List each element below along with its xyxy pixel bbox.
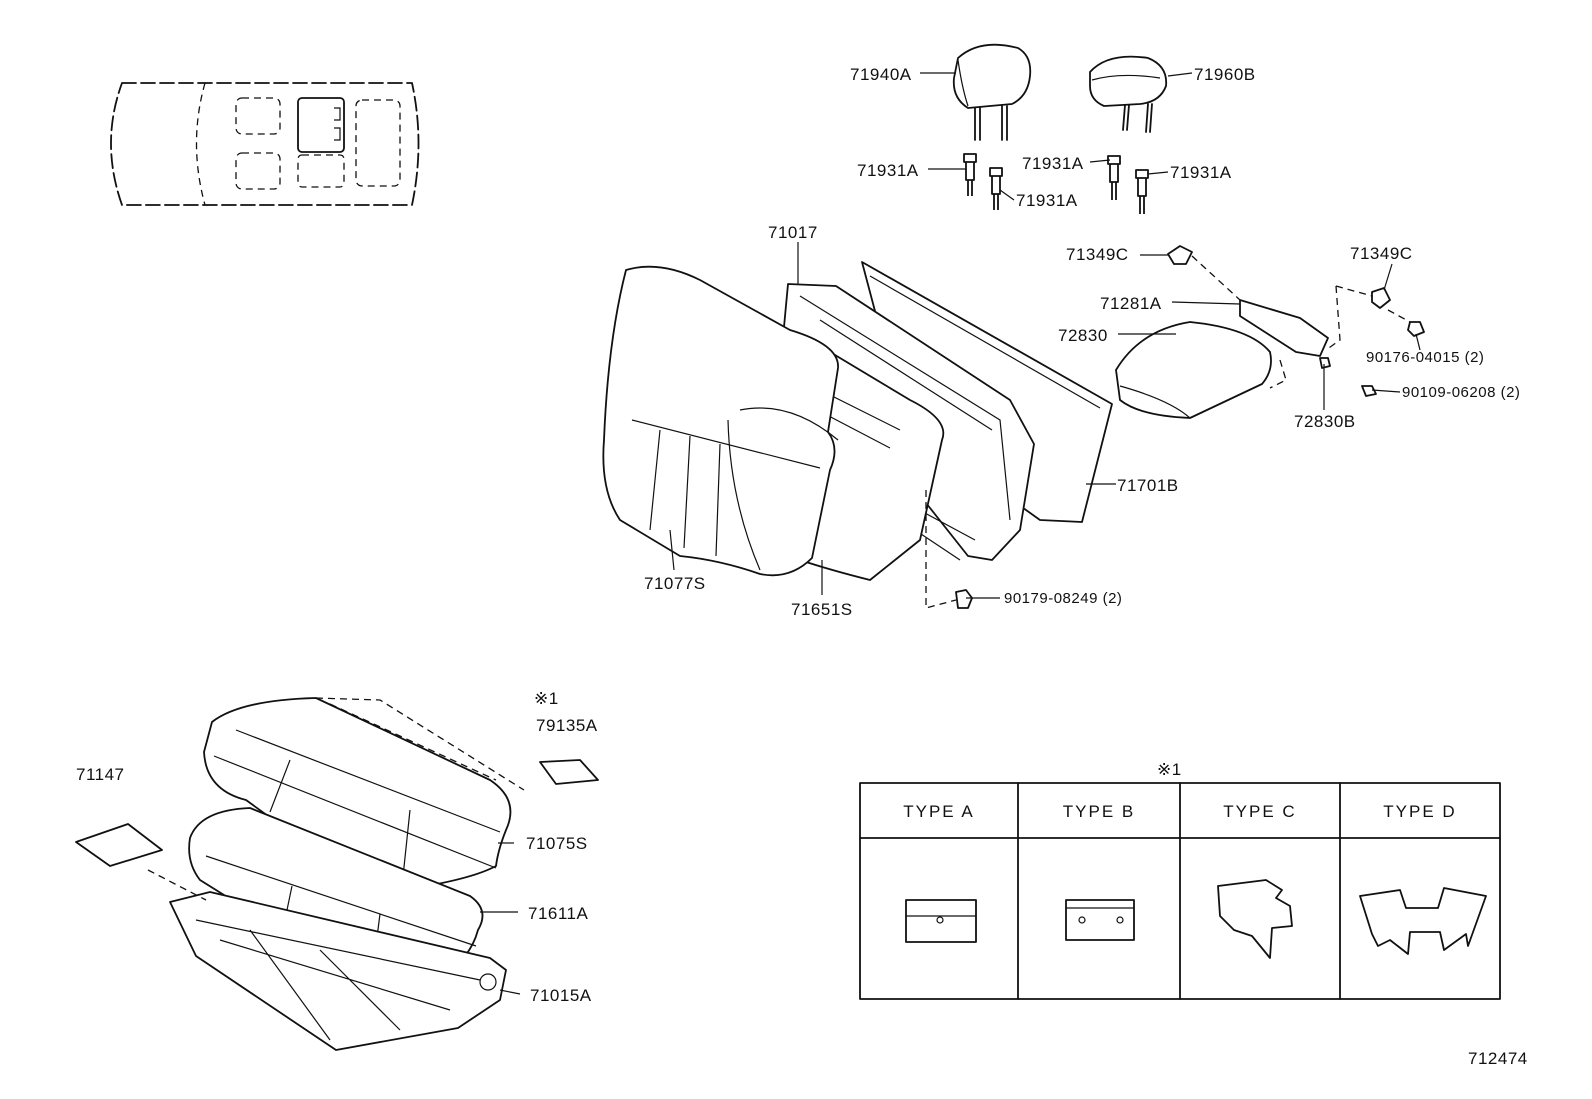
callout-71651s: 71651S xyxy=(791,600,853,619)
leader-line-1 xyxy=(1167,72,1193,77)
type-c-shape xyxy=(1217,879,1293,959)
headrest-71960b xyxy=(1089,55,1168,133)
callout-71015a: 71015A xyxy=(530,986,592,1005)
leader-line-12 xyxy=(1371,389,1401,393)
type-table xyxy=(859,782,1501,1000)
callout-72830: 72830 xyxy=(1058,326,1108,345)
type-table-header-c: TYPE C xyxy=(1223,802,1297,821)
vehicle-location-inset xyxy=(110,82,420,206)
type-table-header-a: TYPE A xyxy=(903,802,975,821)
headrest-71940a xyxy=(952,43,1032,141)
callout-90109-06208: 90109-06208 (2) xyxy=(1402,384,1521,401)
leader-line-20 xyxy=(499,989,521,995)
headrest-supports xyxy=(963,153,1149,214)
reference-mark-top: ※1 xyxy=(534,689,559,708)
cushion-dashed-guides xyxy=(147,697,525,901)
callout-71931a-1: 71931A xyxy=(857,161,919,180)
pad-71147 xyxy=(75,823,163,867)
type-table-header-b: TYPE B xyxy=(1062,802,1136,821)
cushion-frame xyxy=(169,891,507,1051)
callout-71075s: 71075S xyxy=(526,834,588,853)
leader-line-8 xyxy=(1383,263,1393,291)
callout-71077s: 71077S xyxy=(644,574,706,593)
leader-lines xyxy=(480,72,1421,995)
leader-line-5 xyxy=(1147,171,1169,175)
callout-71349c-left: 71349C xyxy=(1066,245,1129,264)
type-b-shape xyxy=(1065,899,1135,941)
leader-line-4 xyxy=(1089,159,1111,163)
leader-line-11 xyxy=(1415,333,1421,351)
back-nut xyxy=(925,490,973,609)
type-table-mark: ※1 xyxy=(1157,760,1182,779)
callout-71960b: 71960B xyxy=(1194,65,1256,84)
type-table-header-d: TYPE D xyxy=(1383,802,1457,821)
callout-71701b: 71701B xyxy=(1117,476,1179,495)
leader-line-3 xyxy=(999,189,1015,201)
callout-79135a: 79135A xyxy=(536,716,598,735)
callout-71931a-4: 71931A xyxy=(1170,163,1232,182)
leader-line-15 xyxy=(669,529,675,571)
callout-71017: 71017 xyxy=(768,223,818,242)
callout-71147: 71147 xyxy=(76,765,125,784)
cushion-cover xyxy=(203,697,512,891)
callout-71281a: 71281A xyxy=(1100,294,1162,313)
armrest-assembly xyxy=(1115,245,1425,419)
callout-90179-08249: 90179-08249 (2) xyxy=(1004,590,1123,607)
callout-71349c-right: 71349C xyxy=(1350,244,1413,263)
type-d-shape xyxy=(1359,887,1487,955)
back-cover xyxy=(602,265,839,577)
callout-72830b: 72830B xyxy=(1294,412,1356,431)
diagram-id: 712474 xyxy=(1468,1049,1528,1068)
callout-71931a-2: 71931A xyxy=(1016,191,1078,210)
pad-79135a xyxy=(539,759,599,785)
callout-71940a: 71940A xyxy=(850,65,912,84)
type-a-shape xyxy=(905,899,977,943)
leader-line-9 xyxy=(1171,301,1241,305)
callout-71931a-3: 71931A xyxy=(1022,154,1084,173)
callout-71611a: 71611A xyxy=(528,904,589,923)
callout-90176-04015: 90176-04015 (2) xyxy=(1366,349,1485,366)
